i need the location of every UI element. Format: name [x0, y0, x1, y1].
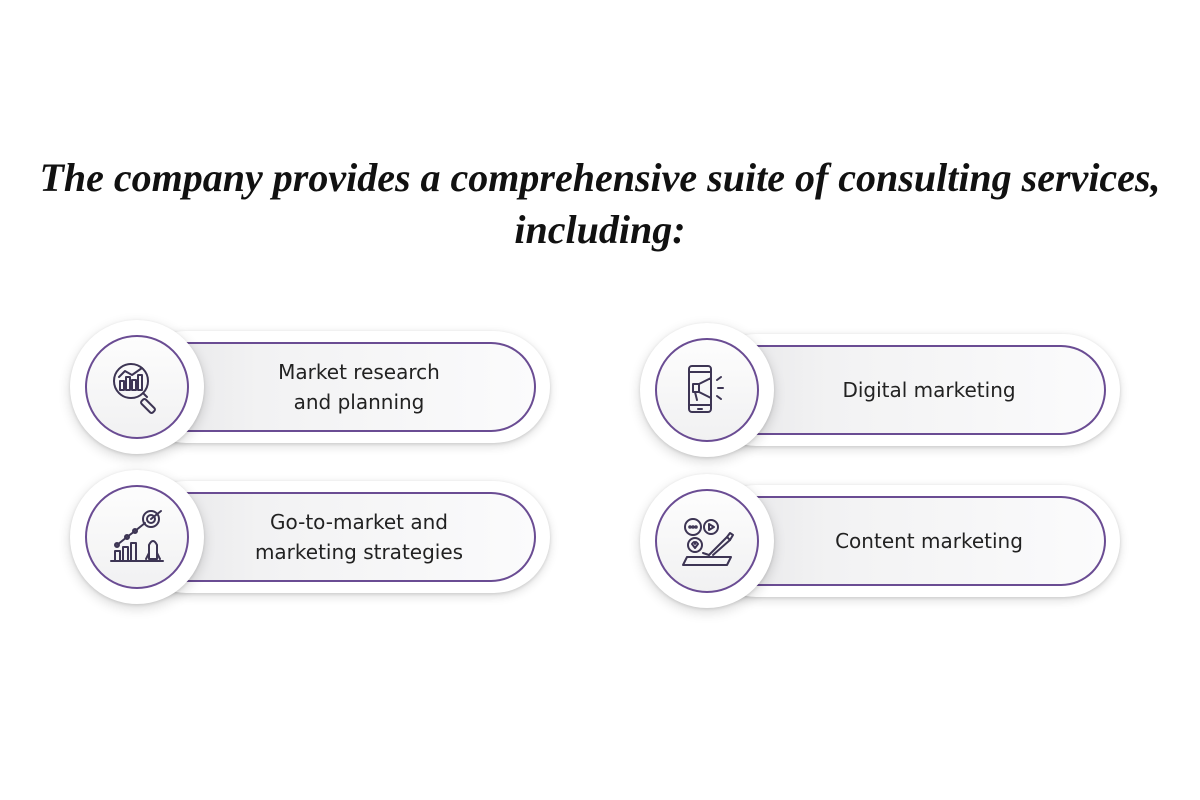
content-creation-icon: [682, 518, 734, 566]
service-card-go-to-market: Go-to-market and marketing strategies: [70, 470, 560, 604]
service-pill-inner: [140, 342, 536, 432]
service-icon-ring: [85, 485, 189, 589]
service-icon-badge: [70, 320, 204, 454]
service-icon-badge: [70, 470, 204, 604]
smartphone-megaphone-icon: [688, 365, 724, 413]
service-label: Content marketing: [835, 529, 1023, 553]
service-pill: [130, 481, 550, 593]
service-pill: [130, 331, 550, 443]
service-card-market-research: Market research and planning: [70, 320, 560, 454]
magnifier-chart-icon: [113, 363, 156, 414]
service-label: Digital marketing: [842, 378, 1016, 402]
service-card-content-marketing: Content marketing: [640, 474, 1130, 608]
service-icon-badge: [640, 323, 774, 457]
service-icon-badge: [640, 474, 774, 608]
service-pill-inner: [710, 496, 1106, 586]
service-pill: [700, 334, 1120, 446]
service-card-digital-marketing: Digital marketing: [640, 323, 1130, 457]
service-pill-inner: [710, 345, 1106, 435]
service-icon-ring: [655, 489, 759, 593]
page-title: The company provides a comprehensive sui…: [39, 155, 1161, 252]
service-icon-ring: [655, 338, 759, 442]
service-pill-inner: [140, 492, 536, 582]
growth-rocket-target-icon: [110, 510, 164, 562]
service-label: Go-to-market and marketing strategies: [254, 510, 464, 564]
service-icon-ring: [85, 335, 189, 439]
service-label: Market research and planning: [278, 360, 440, 414]
